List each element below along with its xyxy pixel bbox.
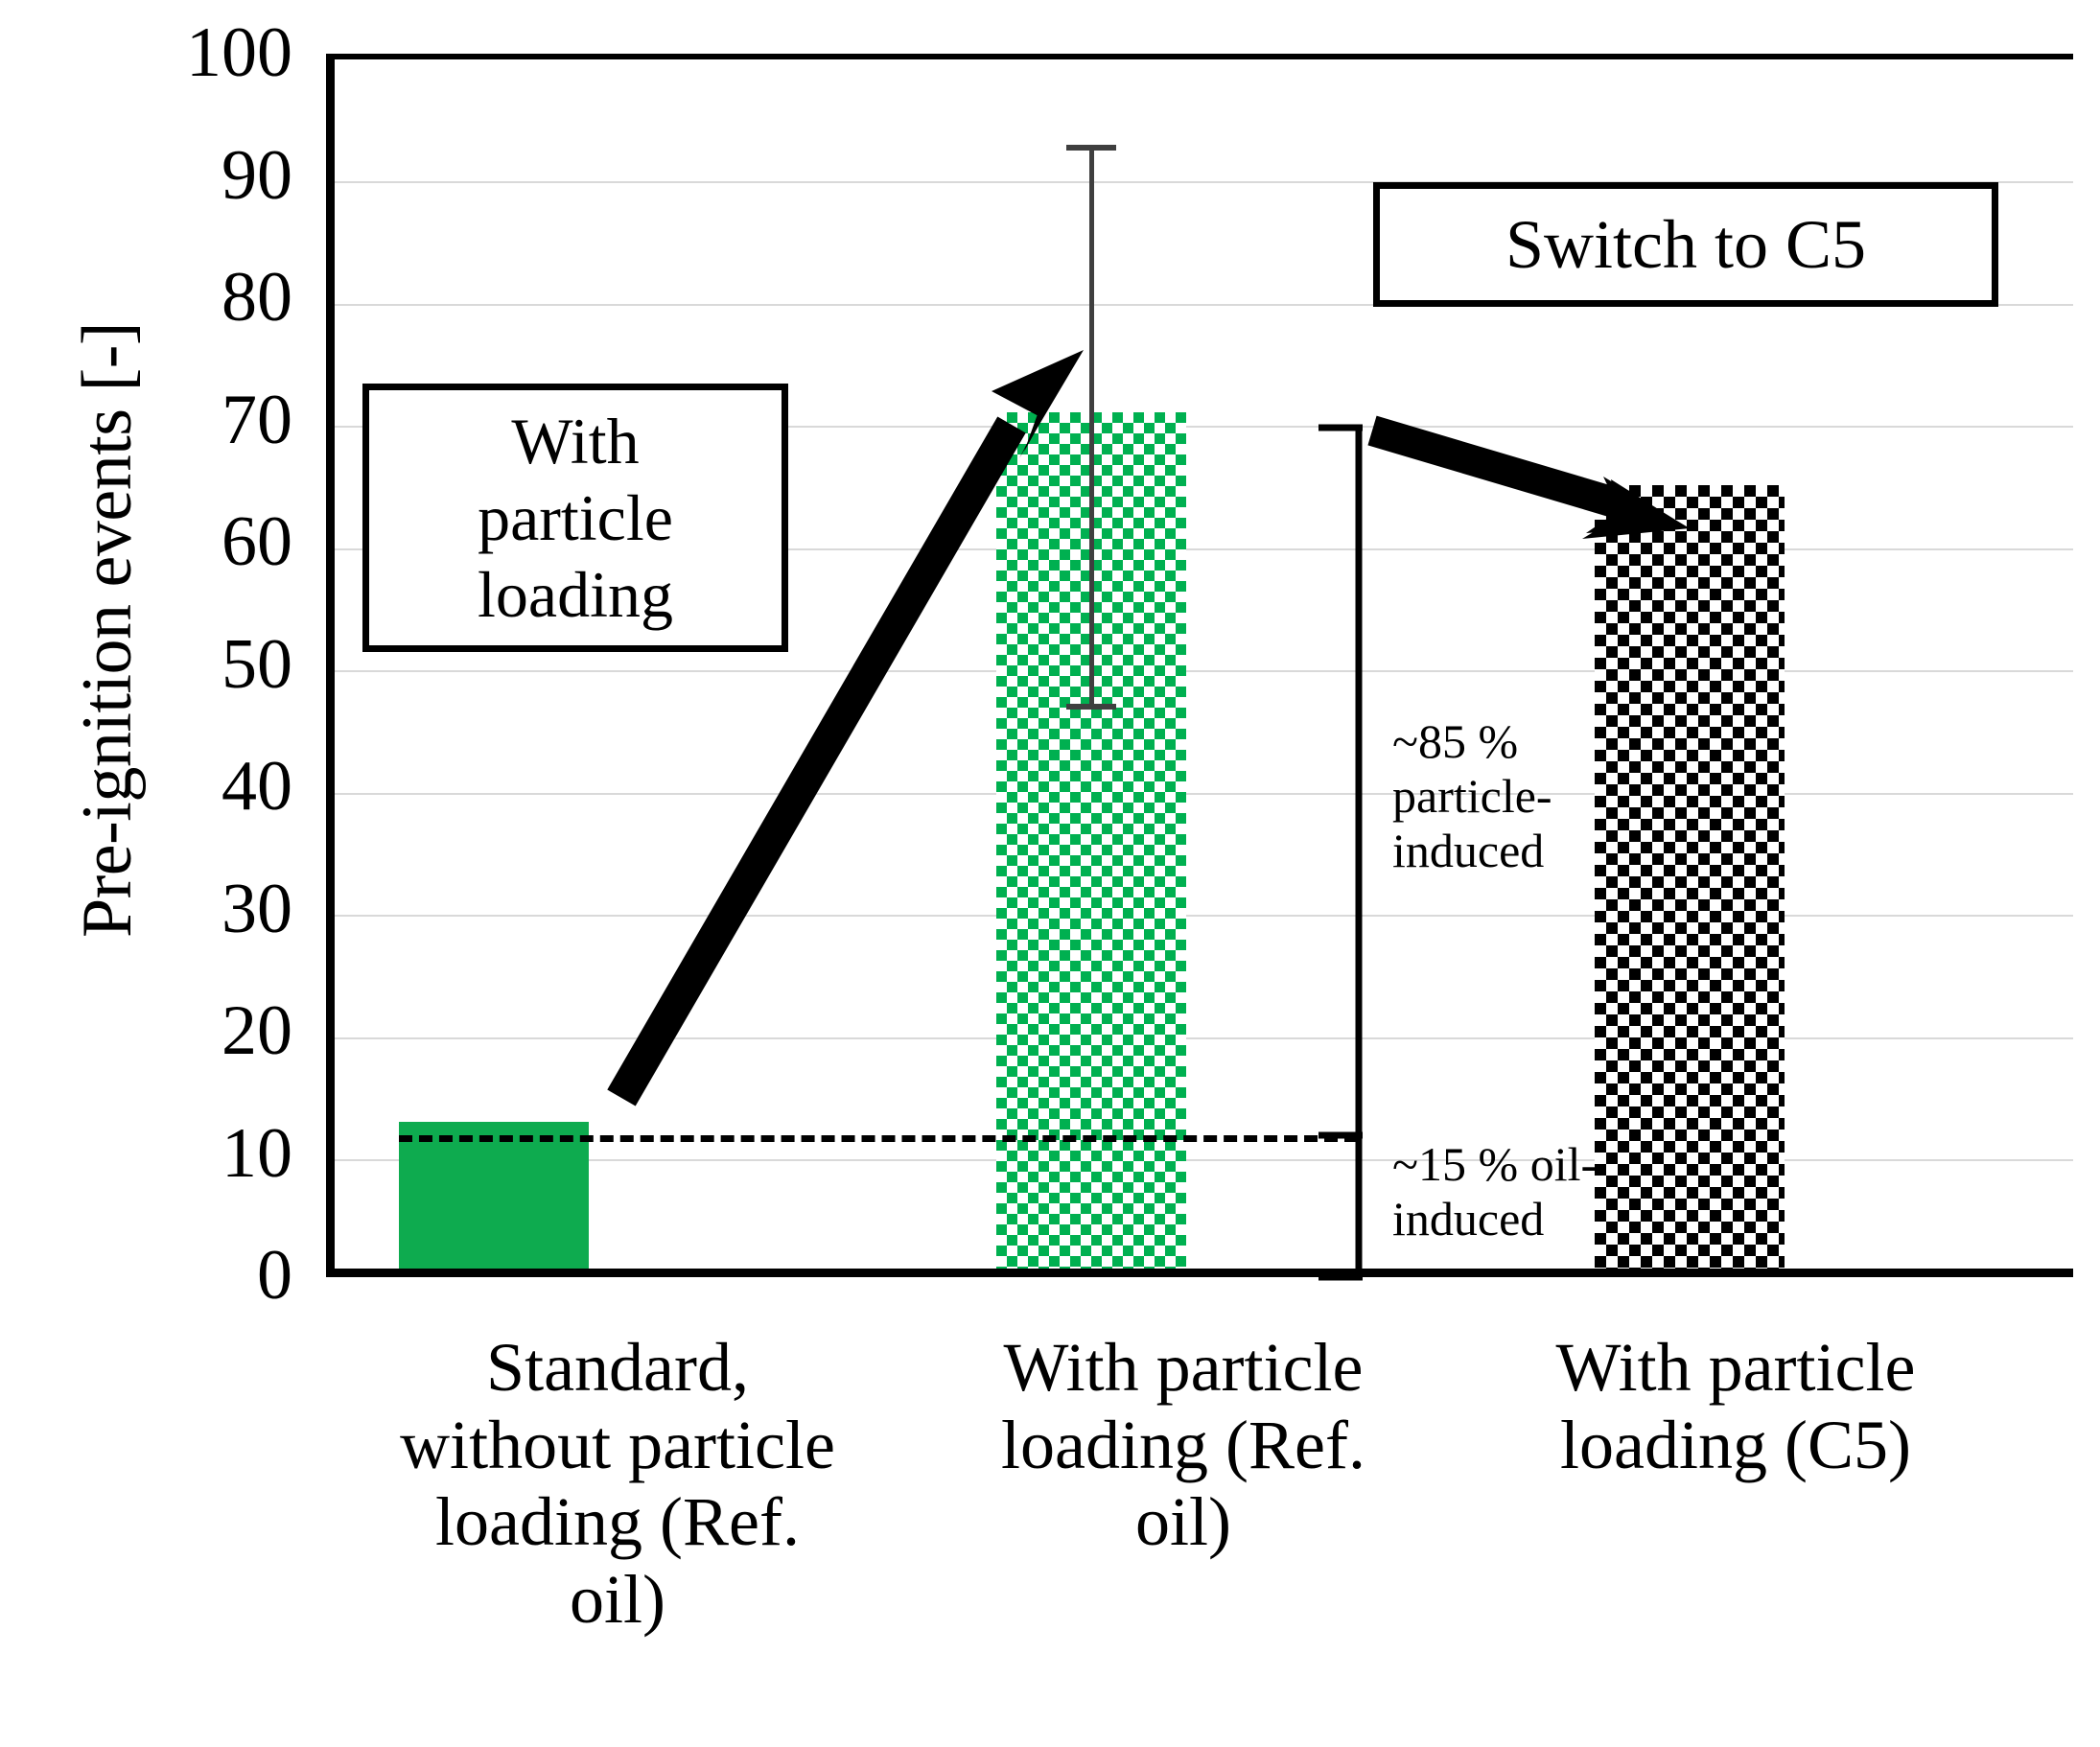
x-label-1-line-3: oil) (1135, 1483, 1231, 1561)
y-tick-40: 40 (222, 747, 292, 826)
y-tick-80: 80 (222, 258, 292, 337)
y-tick-0: 0 (257, 1236, 292, 1315)
x-label-0-line-2: without particle (400, 1406, 835, 1483)
oil-baseline-dashed-line (399, 1135, 1358, 1142)
bar-with-particle-loading-c5[interactable] (1595, 485, 1785, 1269)
x-label-standard-without-particle-loading: Standard, without particle loading (Ref.… (339, 1329, 896, 1639)
callout-switch-c5-label: Switch to C5 (1505, 205, 1867, 283)
x-label-0-line-1: Standard, (486, 1329, 749, 1406)
label-85-line-1: ~85 % (1392, 714, 1519, 768)
gridline-10 (335, 1159, 2073, 1161)
gridline-30 (335, 915, 2073, 917)
gridline-40 (335, 793, 2073, 795)
x-label-with-particle-loading-ref-oil: With particle loading (Ref. oil) (934, 1329, 1433, 1561)
plot-inner (335, 59, 2073, 1281)
label-85-line-2: particle- (1392, 769, 1552, 823)
x-axis-labels: Standard, without particle loading (Ref.… (326, 1329, 2073, 1741)
y-tick-50: 50 (222, 625, 292, 704)
y-tick-30: 30 (222, 870, 292, 948)
callout-line-3: loading (478, 558, 673, 632)
gridline-60 (335, 548, 2073, 550)
x-label-with-particle-loading-c5: With particle loading (C5) (1467, 1329, 2004, 1483)
gridline-50 (335, 670, 2073, 672)
label-15-line-1: ~15 % oil- (1392, 1137, 1598, 1191)
gridline-20 (335, 1037, 2073, 1039)
y-tick-70: 70 (222, 381, 292, 459)
y-tick-90: 90 (222, 136, 292, 215)
x-label-2-line-1: With particle (1555, 1329, 1916, 1406)
label-oil-induced-share: ~15 % oil- induced (1392, 1137, 1680, 1246)
callout-with-particle-loading[interactable]: With particle loading (362, 384, 788, 652)
gridline-70 (335, 426, 2073, 428)
x-label-0-line-3: loading (Ref. (435, 1483, 800, 1561)
callout-line-2: particle (478, 480, 673, 554)
gridline-90 (335, 181, 2073, 183)
label-15-line-2: induced (1392, 1192, 1545, 1246)
x-label-0-line-4: oil) (570, 1560, 665, 1638)
x-label-1-line-2: loading (Ref. (1001, 1406, 1365, 1483)
callout-line-1: With (511, 404, 640, 478)
y-tick-20: 20 (222, 991, 292, 1070)
callout-switch-to-c5[interactable]: Switch to C5 (1373, 182, 1998, 307)
label-particle-induced-share: ~85 % particle- induced (1392, 714, 1680, 878)
label-85-line-3: induced (1392, 824, 1545, 877)
error-bar-stem (1089, 145, 1094, 709)
y-tick-10: 10 (222, 1114, 292, 1193)
x-label-1-line-1: With particle (1003, 1329, 1364, 1406)
split-bracket (1318, 424, 1363, 1281)
error-bar-cap-upper (1066, 145, 1116, 151)
x-label-2-line-2: loading (C5) (1560, 1406, 1911, 1483)
error-bar-cap-lower (1066, 704, 1116, 710)
y-tick-60: 60 (222, 502, 292, 581)
bar-standard-without-particle-loading[interactable] (399, 1122, 589, 1269)
gridline-80 (335, 304, 2073, 306)
y-axis-tick-labels: 100 90 80 70 60 50 40 30 20 10 0 (86, 0, 292, 1311)
y-tick-100: 100 (186, 13, 292, 92)
